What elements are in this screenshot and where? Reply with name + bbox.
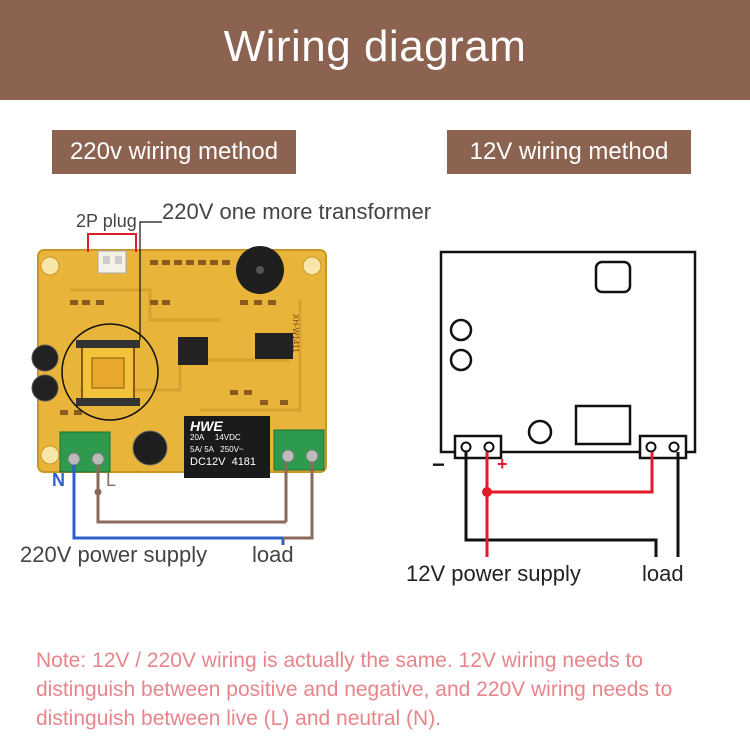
plug-label: 2P plug xyxy=(76,211,137,231)
plug-bracket xyxy=(87,233,137,252)
header-banner: Wiring diagram xyxy=(0,0,750,100)
terminal-l-label: L xyxy=(106,470,117,490)
wire-load-220v xyxy=(283,462,314,540)
wire-negative xyxy=(464,452,658,557)
pcb-board-12v xyxy=(439,250,697,460)
left-method-label: 220v wiring method xyxy=(52,130,296,174)
relay-line1: 20A 14VDC xyxy=(190,433,241,442)
load-12v-label: load xyxy=(642,561,684,586)
wire-live xyxy=(96,465,286,524)
board-silk-text: XH-W1411 xyxy=(291,314,300,353)
minus-sign: − xyxy=(432,452,445,477)
relay-line2: 5A/ 5A 250V~ xyxy=(190,445,244,454)
terminal-n-label: N xyxy=(52,470,65,490)
wiring-note: Note: 12V / 220V wiring is actually the … xyxy=(36,649,673,730)
pcb-board-220v xyxy=(31,246,327,478)
supply-12v-label: 12V power supply xyxy=(406,561,581,586)
relay-label: HWE 20A 14VDC 5A/ 5A 250V~ DC12V 4181 xyxy=(190,418,270,468)
right-method-label: 12V wiring method xyxy=(447,130,691,174)
relay-brand: HWE xyxy=(190,418,223,434)
plus-sign: + xyxy=(497,454,508,474)
wire-neutral xyxy=(72,465,285,545)
load-220v-label: load xyxy=(252,542,294,567)
transformer-label: 220V one more transformer xyxy=(162,199,432,224)
page-title: Wiring diagram xyxy=(223,22,527,71)
supply-220v-label: 220V power supply xyxy=(20,542,208,567)
relay-model: DC12V 4181 xyxy=(190,456,257,468)
wire-positive-load xyxy=(487,452,654,494)
